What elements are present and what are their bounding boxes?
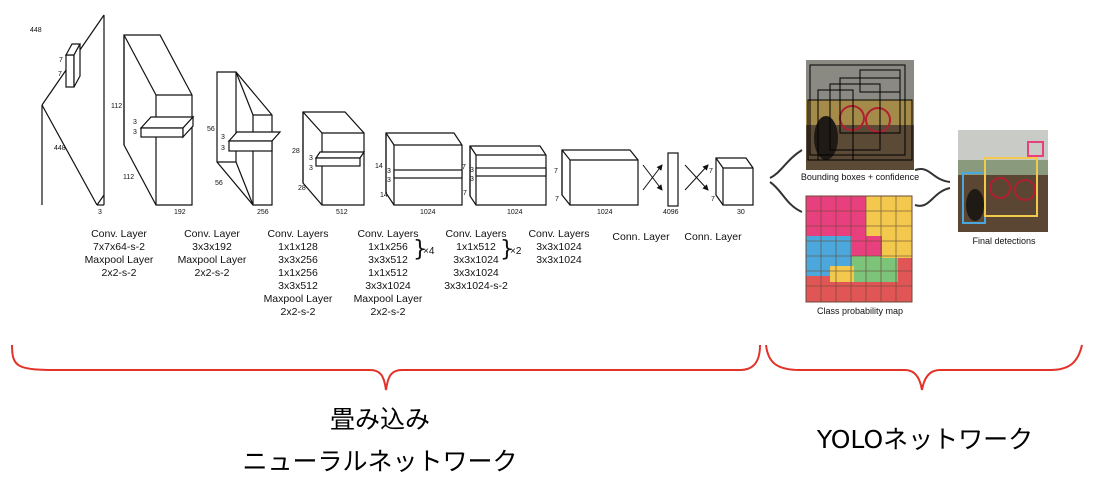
conv-block-2 xyxy=(216,71,282,206)
bounding-boxes-caption: Bounding boxes + confidence xyxy=(800,172,920,182)
out-height-label: 7 xyxy=(709,168,713,175)
b3-kernel-label-a: 3 xyxy=(309,155,313,162)
b4-height-label: 14 xyxy=(375,163,383,170)
b6-width-label: 7 xyxy=(555,196,559,203)
b4-kernel-label-a: 3 xyxy=(387,168,391,175)
stage-5-brace: } xyxy=(500,237,514,262)
cnn-title-line-1: 畳み込み xyxy=(329,405,430,434)
stage-8-label: Conn. Layer xyxy=(684,231,742,243)
b2-depth-label: 256 xyxy=(257,209,269,216)
input-depth-label: 3 xyxy=(98,209,102,216)
output-block xyxy=(715,157,754,206)
b3-height-label: 28 xyxy=(292,148,300,155)
final-detections-panel xyxy=(958,130,1048,232)
b5-kernel-label-a: 3 xyxy=(470,167,474,174)
input-kernel-label-a: 7 xyxy=(59,57,63,64)
bounding-boxes-panel xyxy=(806,60,914,186)
conv-block-5 xyxy=(469,145,547,206)
split-arrows xyxy=(769,149,951,213)
conv-block-4 xyxy=(385,132,463,206)
b5-kernel-label-b: 3 xyxy=(470,176,474,183)
stage-7-label: Conn. Layer xyxy=(612,231,670,243)
b2-kernel-label-a: 3 xyxy=(221,134,225,141)
b2-height-label: 56 xyxy=(207,126,215,133)
b3-width-label: 28 xyxy=(298,185,306,192)
b4-depth-label: 1024 xyxy=(420,209,436,216)
b6-height-label: 7 xyxy=(554,168,558,175)
class-probability-map xyxy=(805,195,913,303)
stage-4-repeat: ×4 xyxy=(423,246,435,257)
cnn-title-line-2: ニューラルネットワーク xyxy=(242,447,518,476)
b4-kernel-label-b: 3 xyxy=(387,177,391,184)
stage-5-repeat: ×2 xyxy=(510,246,522,257)
b1-kernel-label-b: 3 xyxy=(133,129,137,136)
b3-kernel-label-b: 3 xyxy=(309,165,313,172)
fc-layer-4096 xyxy=(667,152,679,207)
b5-width-label: 7 xyxy=(463,190,467,197)
out-width-label: 7 xyxy=(711,196,715,203)
b5-height-label: 7 xyxy=(462,164,466,171)
fc-connections-2 xyxy=(684,164,709,191)
b1-width-label: 112 xyxy=(123,174,135,181)
final-detections-caption: Final detections xyxy=(972,236,1036,246)
conv-block-6 xyxy=(561,149,639,206)
yolo-title: YOLOネットワーク xyxy=(816,425,1034,454)
yolo-brace xyxy=(765,344,1083,391)
input-width-label: 448 xyxy=(54,145,66,152)
conv-block-1 xyxy=(123,34,195,206)
b1-height-label: 112 xyxy=(111,103,123,110)
stage-4-brace: } xyxy=(413,237,427,262)
fc-connections-1 xyxy=(642,164,663,191)
b1-depth-label: 192 xyxy=(174,209,186,216)
cnn-brace xyxy=(11,344,761,391)
b2-width-label: 56 xyxy=(215,180,223,187)
b2-kernel-label-b: 3 xyxy=(221,145,225,152)
b1-kernel-label-a: 3 xyxy=(133,119,137,126)
input-image-block xyxy=(41,14,105,206)
class-map-caption: Class probability map xyxy=(816,306,904,316)
b4-width-label: 14 xyxy=(380,192,388,199)
fc1-depth-label: 4096 xyxy=(663,209,679,216)
b3-depth-label: 512 xyxy=(336,209,348,216)
input-kernel-label-b: 7 xyxy=(58,71,62,78)
b6-depth-label: 1024 xyxy=(597,209,613,216)
conv-block-3 xyxy=(302,111,366,206)
out-depth-label: 30 xyxy=(737,209,745,216)
input-height-label: 448 xyxy=(30,27,42,34)
b5-depth-label: 1024 xyxy=(507,209,523,216)
